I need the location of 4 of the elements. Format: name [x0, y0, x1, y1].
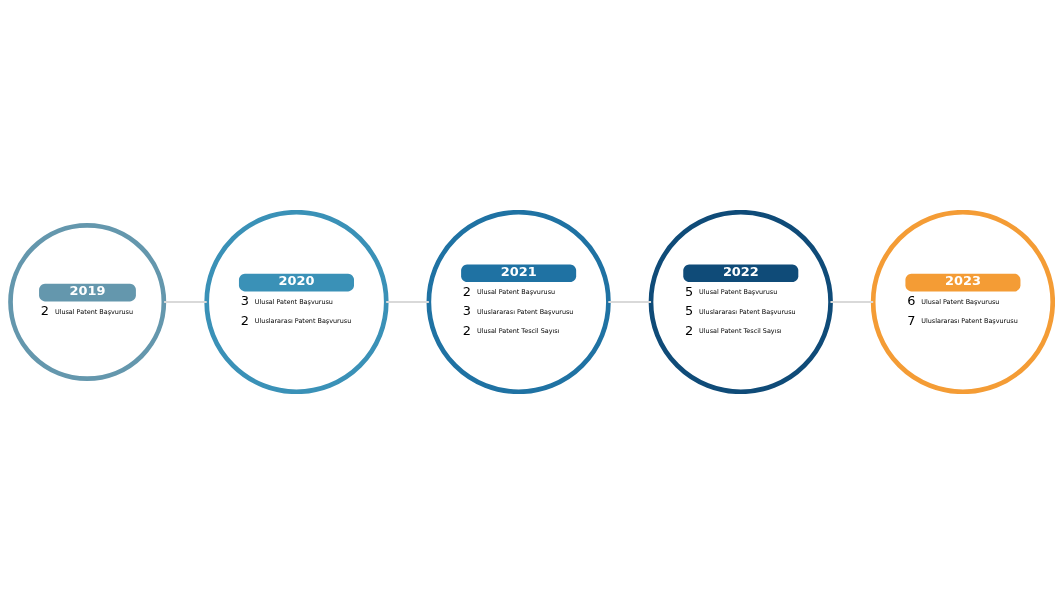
connector	[829, 300, 875, 303]
connector	[385, 300, 430, 303]
connector	[607, 300, 652, 303]
connector	[163, 300, 208, 303]
